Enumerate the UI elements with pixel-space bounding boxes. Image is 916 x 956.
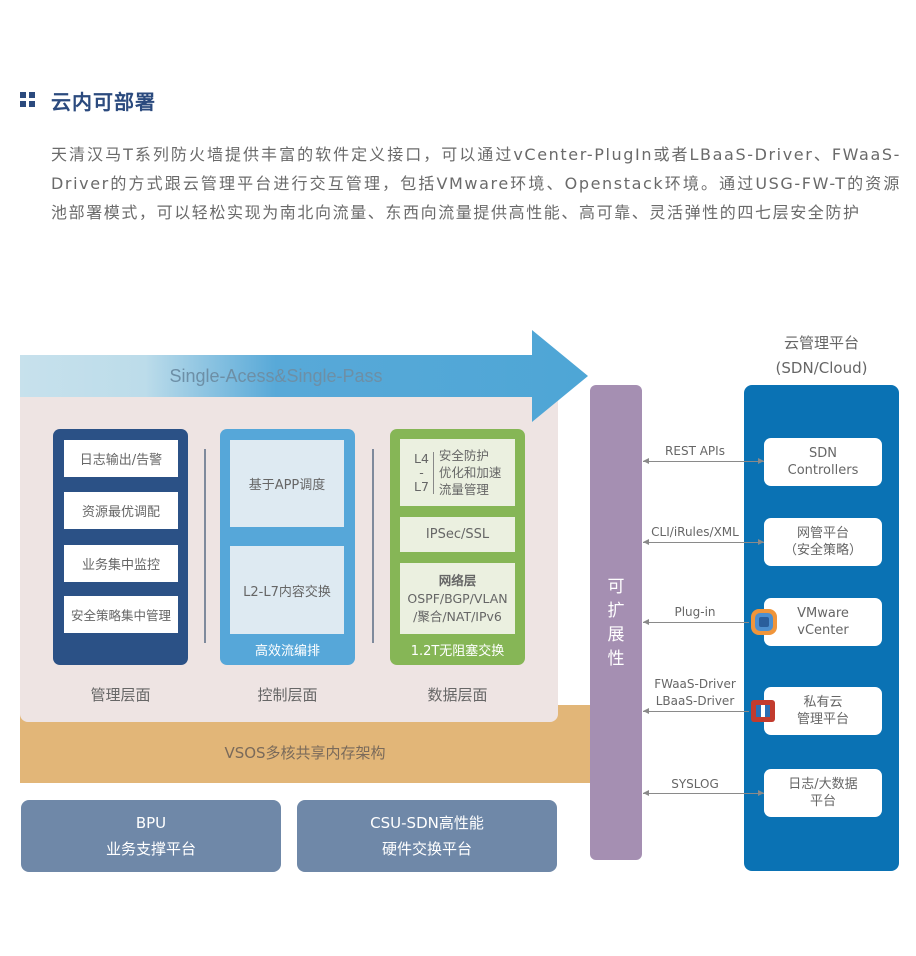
ext-char: 扩 <box>607 601 625 621</box>
network-title: 网络层 <box>438 572 477 588</box>
box-line: 私有云 <box>803 695 843 710</box>
nms-box: 网管平台 （安全策略） <box>764 518 882 566</box>
conn-label: REST APIs <box>665 444 725 458</box>
section-title: 云内可部署 <box>51 90 156 114</box>
conn-label-line: FWaaS-Driver <box>654 677 736 691</box>
hw-line: BPU <box>135 814 167 832</box>
range-bottom: L7 <box>414 478 429 494</box>
conn-line-syslog <box>643 790 764 796</box>
grid-bullet-icon <box>20 92 36 108</box>
box-line: （安全策略） <box>783 543 862 558</box>
conn-line-driver <box>643 708 749 714</box>
box-line: vCenter <box>797 623 849 638</box>
box-line: VMware <box>797 606 849 621</box>
network-layer-box: 网络层 OSPF/BGP/VLAN /聚合/NAT/IPv6 <box>400 563 515 634</box>
cloud-title: 云管理平台 (SDN/Cloud) <box>744 331 899 381</box>
network-line: OSPF/BGP/VLAN <box>407 590 508 606</box>
hw-line: CSU-SDN高性能 <box>370 814 484 832</box>
data-footer: 1.2T无阻塞交换 <box>410 644 505 659</box>
divider <box>372 449 374 643</box>
conn-line-plugin <box>643 619 749 625</box>
conn-label: CLI/iRules/XML <box>651 525 739 539</box>
ext-char: 展 <box>607 625 625 645</box>
box-line: 日志/大数据 <box>788 777 858 792</box>
conn-label: FWaaS-Driver LBaaS-Driver <box>645 676 745 710</box>
vcenter-box: VMware vCenter <box>764 598 882 646</box>
arrow-label: Single-Acess&Single-Pass <box>169 366 383 386</box>
box-line: 管理平台 <box>796 712 849 727</box>
mgmt-item: 资源最优调配 <box>64 492 178 529</box>
range-top: L4 <box>414 450 429 466</box>
vmware-icon <box>751 609 777 635</box>
ctrl-item: L2-L7内容交换 <box>230 546 344 634</box>
ext-char: 可 <box>607 577 625 597</box>
data-plane: L4 - L7 安全防护 优化和加速 流量管理 IPSec/SSL 网络层 OS… <box>390 429 525 665</box>
mgmt-item: 安全策略集中管理 <box>64 596 178 633</box>
range-sep: - <box>419 464 424 480</box>
data-label: 数据层面 <box>427 686 488 704</box>
private-cloud-box: 私有云管理平台 <box>764 687 882 735</box>
log-bigdata-box: 日志/大数据平台 <box>764 769 882 817</box>
hw-line: 业务支撑平台 <box>105 840 196 858</box>
management-plane: 日志输出/告警 资源最优调配 业务集中监控 安全策略集中管理 <box>53 429 188 665</box>
conn-label: Plug-in <box>674 605 716 619</box>
conn-line-cli <box>643 539 764 545</box>
sdn-controllers-box: SDN Controllers <box>764 438 882 486</box>
section-description: 天清汉马T系列防火墙提供丰富的软件定义接口，可以通过vCenter-PlugIn… <box>51 145 901 222</box>
box-line: 网管平台 <box>796 526 849 541</box>
l4l7-item: 安全防护 <box>438 448 489 463</box>
ipsec-box: IPSec/SSL <box>400 517 515 552</box>
hw-line: 硬件交换平台 <box>381 840 472 858</box>
conn-line-rest <box>643 458 764 464</box>
extensibility-label: 可 扩 展 性 <box>590 575 642 671</box>
conn-label-line: LBaaS-Driver <box>655 694 735 708</box>
mgmt-item: 业务集中监控 <box>64 545 178 582</box>
mgmt-item: 日志输出/告警 <box>64 440 178 477</box>
l4l7-item: 优化和加速 <box>438 465 502 480</box>
csu-box: CSU-SDN高性能 硬件交换平台 <box>297 800 557 872</box>
conn-label: SYSLOG <box>671 777 719 791</box>
box-line: 平台 <box>809 794 836 809</box>
l4-l7-box: L4 - L7 安全防护 优化和加速 流量管理 <box>400 439 515 506</box>
bpu-box: BPU 业务支撑平台 <box>21 800 281 872</box>
network-line: /聚合/NAT/IPv6 <box>413 608 502 624</box>
box-line: Controllers <box>787 463 859 478</box>
cloud-subtitle: (SDN/Cloud) <box>775 359 868 377</box>
ext-char: 性 <box>607 649 625 669</box>
control-plane: 基于APP调度 L2-L7内容交换 高效流编排 <box>220 429 355 665</box>
openstack-icon <box>751 700 775 722</box>
management-label: 管理层面 <box>90 686 151 704</box>
vsos-label: VSOS多核共享内存架构 <box>224 744 386 762</box>
extensibility-bar <box>590 385 642 860</box>
box-line: SDN <box>808 446 837 461</box>
l4l7-item: 流量管理 <box>438 482 489 497</box>
single-pass-arrow <box>20 330 588 422</box>
ctrl-item: 基于APP调度 <box>230 440 344 527</box>
ctrl-footer: 高效流编排 <box>254 644 320 659</box>
control-label: 控制层面 <box>257 686 318 704</box>
cloud-title-text: 云管理平台 <box>783 334 859 352</box>
divider <box>204 449 206 643</box>
